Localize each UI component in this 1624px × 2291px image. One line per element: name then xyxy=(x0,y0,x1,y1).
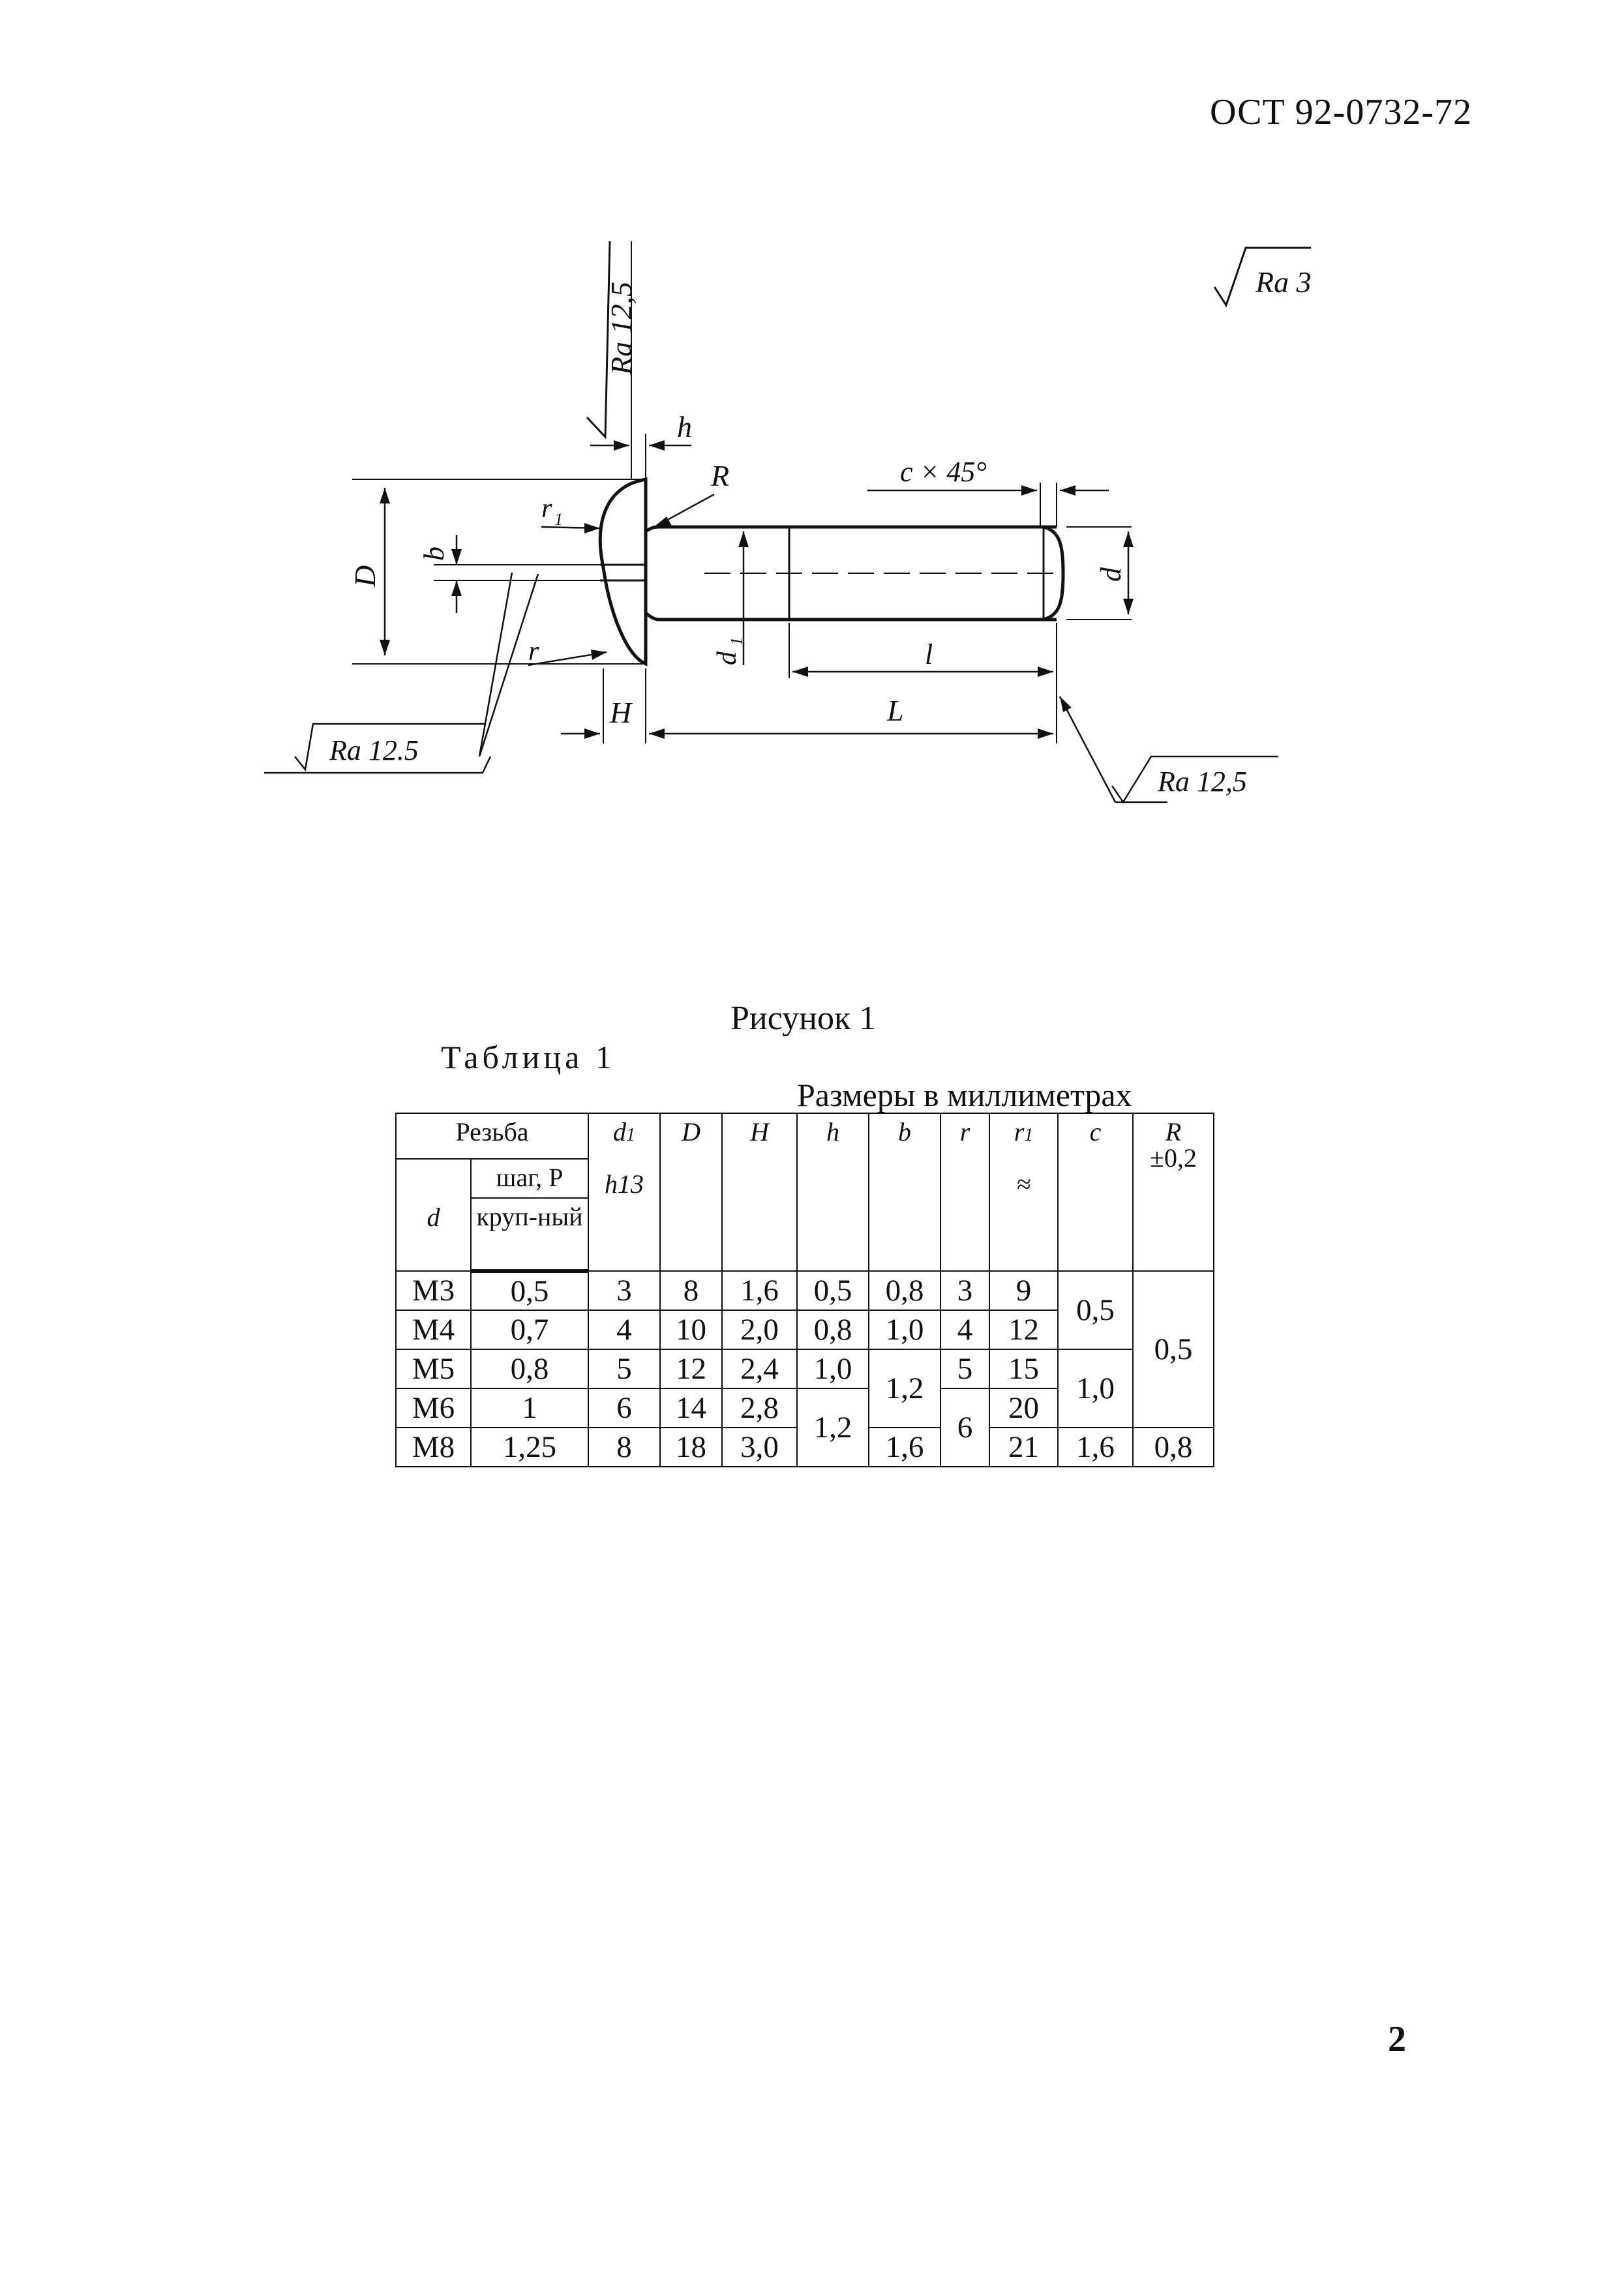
roughness-right-label: Ra 12,5 xyxy=(1157,766,1247,798)
cell-d1: 4 xyxy=(588,1310,661,1350)
table-row: M3 0,5 3 8 1,6 0,5 0,8 3 9 0,5 0,5 xyxy=(395,1270,1215,1428)
screw-shank xyxy=(644,525,1057,533)
header-thread: Резьба xyxy=(395,1113,590,1160)
header-pitch: шаг, P xyxy=(470,1158,590,1199)
header-coarse: круп-ный xyxy=(470,1197,590,1273)
cell-P: 0,7 xyxy=(470,1310,590,1350)
figure-caption: Рисунок 1 xyxy=(730,1000,877,1037)
cell-h: 1,0 xyxy=(796,1349,870,1389)
document-code: ОСТ 92-0732-72 xyxy=(1210,92,1472,132)
cell-H: 1,6 xyxy=(721,1270,798,1311)
cell-b: 1,0 xyxy=(868,1310,942,1350)
cell-R-merged: 0,5 xyxy=(1132,1270,1215,1428)
cell-d1: 5 xyxy=(588,1349,661,1389)
cell-H: 2,4 xyxy=(721,1349,798,1389)
cell-d: M4 xyxy=(395,1310,472,1350)
cell-d: M6 xyxy=(395,1388,472,1428)
header-R: R±0,2 xyxy=(1132,1113,1215,1272)
cell-d1: 3 xyxy=(588,1270,661,1311)
cell-D: 18 xyxy=(659,1427,723,1467)
table-row: M5 0,8 5 12 2,4 1,0 1,2 5 15 1,0 xyxy=(395,1349,1214,1428)
header-c: c xyxy=(1057,1113,1134,1272)
dim-r-label: r xyxy=(528,636,539,666)
header-r1: r1≈ xyxy=(989,1113,1059,1272)
cell-d: M8 xyxy=(395,1427,472,1467)
screw-drawing: Ra 3,2 (√) Ra 12,5 h R c × 45° r 1 b D r… xyxy=(264,241,1311,804)
cell-r1: 21 xyxy=(989,1427,1059,1467)
dim-b-label: b xyxy=(418,547,450,561)
roughness-general-label: Ra 3,2 xyxy=(1255,265,1311,299)
cell-c-merged: 1,0 xyxy=(1057,1349,1134,1428)
cell-d1: 8 xyxy=(588,1427,661,1467)
cell-r1: 20 xyxy=(989,1388,1059,1428)
cell-D: 14 xyxy=(659,1388,723,1428)
cell-r: 5 xyxy=(940,1349,991,1389)
cell-D: 8 xyxy=(659,1270,723,1311)
cell-P: 0,8 xyxy=(470,1349,590,1389)
cell-d: M3 xyxy=(395,1270,472,1311)
dim-l-label: l xyxy=(925,638,933,670)
header-b: b xyxy=(868,1113,942,1272)
cell-d: M5 xyxy=(395,1349,472,1389)
cell-D: 10 xyxy=(659,1310,723,1350)
table-title: Таблица 1 xyxy=(441,1039,616,1075)
cell-P: 1,25 xyxy=(470,1427,590,1467)
cell-r-merged: 6 xyxy=(940,1388,991,1467)
cell-r1: 15 xyxy=(989,1349,1059,1389)
dim-R-label: R xyxy=(710,459,729,492)
roughness-symbol-general xyxy=(1213,247,1311,308)
cell-r1: 9 xyxy=(989,1270,1059,1311)
dim-d-label: d xyxy=(1095,567,1127,582)
cell-r: 4 xyxy=(940,1310,991,1350)
cell-h-merged: 1,2 xyxy=(796,1388,870,1467)
roughness-top-label: Ra 12,5 xyxy=(605,282,638,376)
dim-r1-sub: 1 xyxy=(554,510,563,529)
dim-d1-sub: 1 xyxy=(727,637,746,646)
cell-d1: 6 xyxy=(588,1388,661,1428)
table-row: M8 1,25 8 18 3,0 1,6 21 1,6 0,8 xyxy=(395,1427,1215,1467)
cell-R: 0,8 xyxy=(1132,1427,1215,1467)
dim-h-label: h xyxy=(677,410,692,443)
cell-D: 12 xyxy=(659,1349,723,1389)
dim-chamfer-label: c × 45° xyxy=(900,456,987,488)
cell-r: 3 xyxy=(940,1270,991,1311)
cell-b: 0,8 xyxy=(868,1270,942,1311)
cell-b: 1,6 xyxy=(868,1427,942,1467)
cell-H: 3,0 xyxy=(721,1427,798,1467)
cell-P: 0,5 xyxy=(470,1270,590,1311)
cell-H: 2,0 xyxy=(721,1310,798,1350)
table-row: M4 0,7 4 10 2,0 0,8 1,0 4 12 xyxy=(395,1310,1214,1350)
table-row: M6 1 6 14 2,8 1,2 6 20 xyxy=(395,1388,1214,1467)
cell-r1: 12 xyxy=(989,1310,1059,1350)
dim-H-label: H xyxy=(609,696,633,729)
header-h: h xyxy=(796,1113,870,1272)
cell-h: 0,8 xyxy=(796,1310,870,1350)
header-r: r xyxy=(940,1113,991,1272)
cell-c: 1,6 xyxy=(1057,1427,1134,1467)
cell-P: 1 xyxy=(470,1388,590,1428)
units-note: Размеры в миллиметрах xyxy=(797,1077,1132,1113)
page-number: 2 xyxy=(1388,2019,1406,2059)
cell-b-merged: 1,2 xyxy=(868,1349,942,1428)
cell-c-merged: 0,5 xyxy=(1057,1270,1134,1350)
header-H: H xyxy=(721,1113,798,1272)
dim-r1-label: r xyxy=(541,494,552,524)
header-D: D xyxy=(659,1113,723,1272)
cell-H: 2,8 xyxy=(721,1388,798,1428)
screw-head xyxy=(598,477,648,666)
header-d: d xyxy=(395,1158,472,1272)
dim-d1-label: d xyxy=(712,651,742,665)
cell-h: 0,5 xyxy=(796,1270,870,1311)
roughness-left-label: Ra 12.5 xyxy=(329,734,419,766)
dim-L-label: L xyxy=(886,694,904,727)
dim-D-label: D xyxy=(348,565,382,588)
